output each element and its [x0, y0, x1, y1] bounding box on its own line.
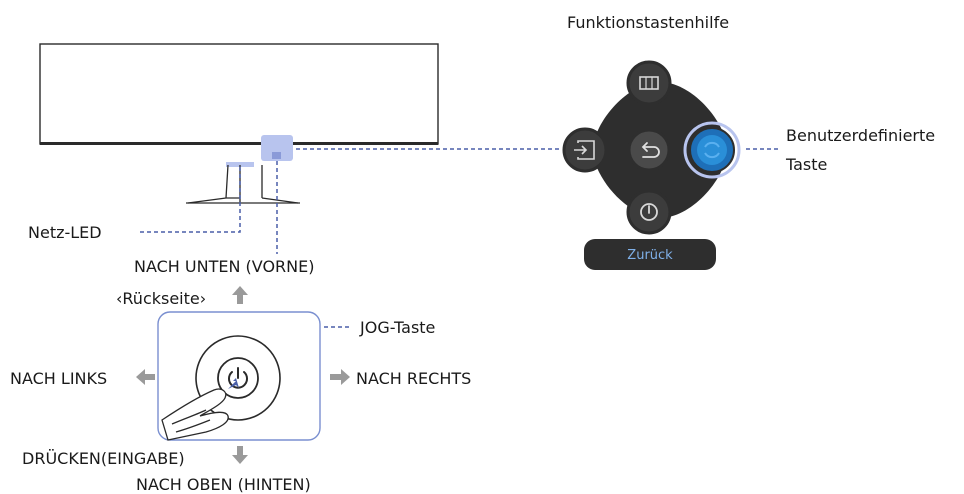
jog-key-dot	[272, 152, 281, 159]
return-icon	[641, 142, 660, 158]
arrow-right-icon	[330, 369, 350, 385]
press-indicator-arrow-icon	[228, 378, 239, 389]
power-led-label: Netz-LED	[28, 223, 102, 242]
power-led-connector	[138, 167, 241, 233]
guide-center-button[interactable]	[627, 128, 671, 172]
arrow-down-icon	[232, 446, 248, 464]
arrow-up-icon	[232, 286, 248, 304]
connector-lines	[138, 148, 780, 328]
back-button-label: Zurück	[627, 248, 673, 263]
arrow-left-icon	[136, 369, 155, 385]
screen-ratio-icon	[639, 76, 659, 90]
monitor-bezel-bottom	[40, 142, 438, 145]
guide-top-button[interactable]	[626, 60, 672, 106]
finger-illustration	[161, 388, 229, 441]
custom-key-label-line1: Benutzerdefinierte	[786, 126, 935, 145]
function-key-guide-title: Funktionstastenhilfe	[567, 13, 729, 32]
right-label: NACH RECHTS	[356, 369, 471, 388]
up-rear-label: NACH OBEN (HINTEN)	[136, 475, 311, 494]
monitor-stand	[187, 164, 299, 204]
custom-key-label-line2: Taste	[785, 155, 827, 174]
input-source-icon	[574, 140, 595, 160]
down-front-label: NACH UNTEN (VORNE)	[134, 257, 314, 276]
press-enter-label: DRÜCKEN(EINGABE)	[22, 449, 185, 468]
monitor-screen	[39, 43, 439, 145]
custom-key-icon	[697, 135, 727, 165]
power-icon	[640, 203, 658, 221]
back-button[interactable]	[584, 239, 716, 270]
power-led-highlight	[226, 162, 254, 167]
jog-key-highlight	[261, 135, 293, 161]
left-label: NACH LINKS	[10, 369, 107, 388]
monitor-illustration	[39, 43, 439, 204]
custom-key-highlight-ring	[683, 121, 741, 179]
power-button-icon	[228, 367, 248, 389]
rear-side-label: ‹Rückseite›	[116, 289, 206, 308]
jog-key-panel	[157, 311, 321, 441]
direction-arrows	[136, 286, 350, 464]
jog-key-label: JOG-Taste	[359, 318, 435, 337]
function-key-guide: Zurück	[562, 60, 741, 270]
